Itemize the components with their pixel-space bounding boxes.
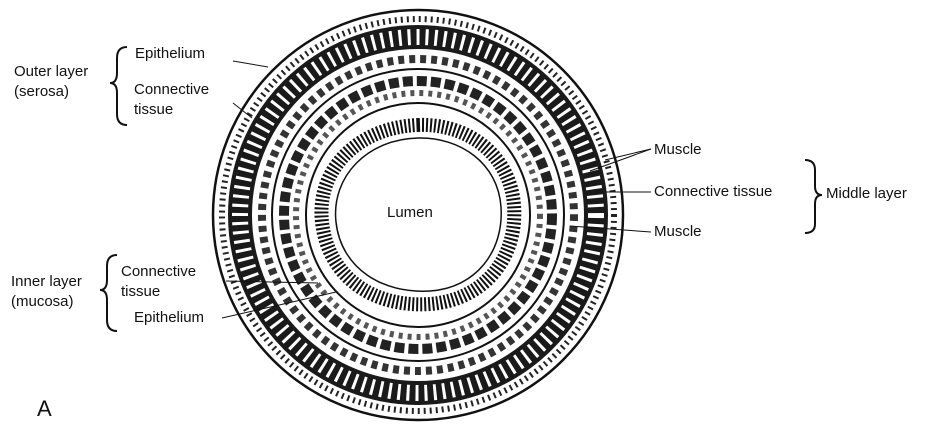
outer-layer-subtitle: (serosa) bbox=[14, 82, 69, 101]
leader-outer-epithelium bbox=[233, 61, 268, 67]
middle-layer-title: Middle layer bbox=[826, 184, 907, 203]
inner-epithelium-label: Epithelium bbox=[134, 308, 204, 327]
inner-connective-label-line2: tissue bbox=[121, 282, 160, 301]
inner-layer-subtitle: (mucosa) bbox=[11, 292, 74, 311]
muscle-outer-label: Muscle bbox=[654, 140, 702, 159]
brace-middle-layer bbox=[805, 160, 822, 233]
lumen-label: Lumen bbox=[387, 203, 433, 222]
brace-outer-layer bbox=[110, 47, 127, 125]
outer-epithelium-label: Epithelium bbox=[135, 44, 205, 63]
muscle-inner-label: Muscle bbox=[654, 222, 702, 241]
outer-connective-label-line2: tissue bbox=[134, 100, 173, 119]
panel-letter: A bbox=[37, 399, 52, 418]
inner-connective-label-line1: Connective bbox=[121, 262, 196, 281]
outer-connective-label-line1: Connective bbox=[134, 80, 209, 99]
brace-inner-layer bbox=[100, 255, 117, 331]
outer-layer-title: Outer layer bbox=[14, 62, 88, 81]
inner-layer-title: Inner layer bbox=[11, 272, 82, 291]
connective-middle-label: Connective tissue bbox=[654, 182, 772, 201]
